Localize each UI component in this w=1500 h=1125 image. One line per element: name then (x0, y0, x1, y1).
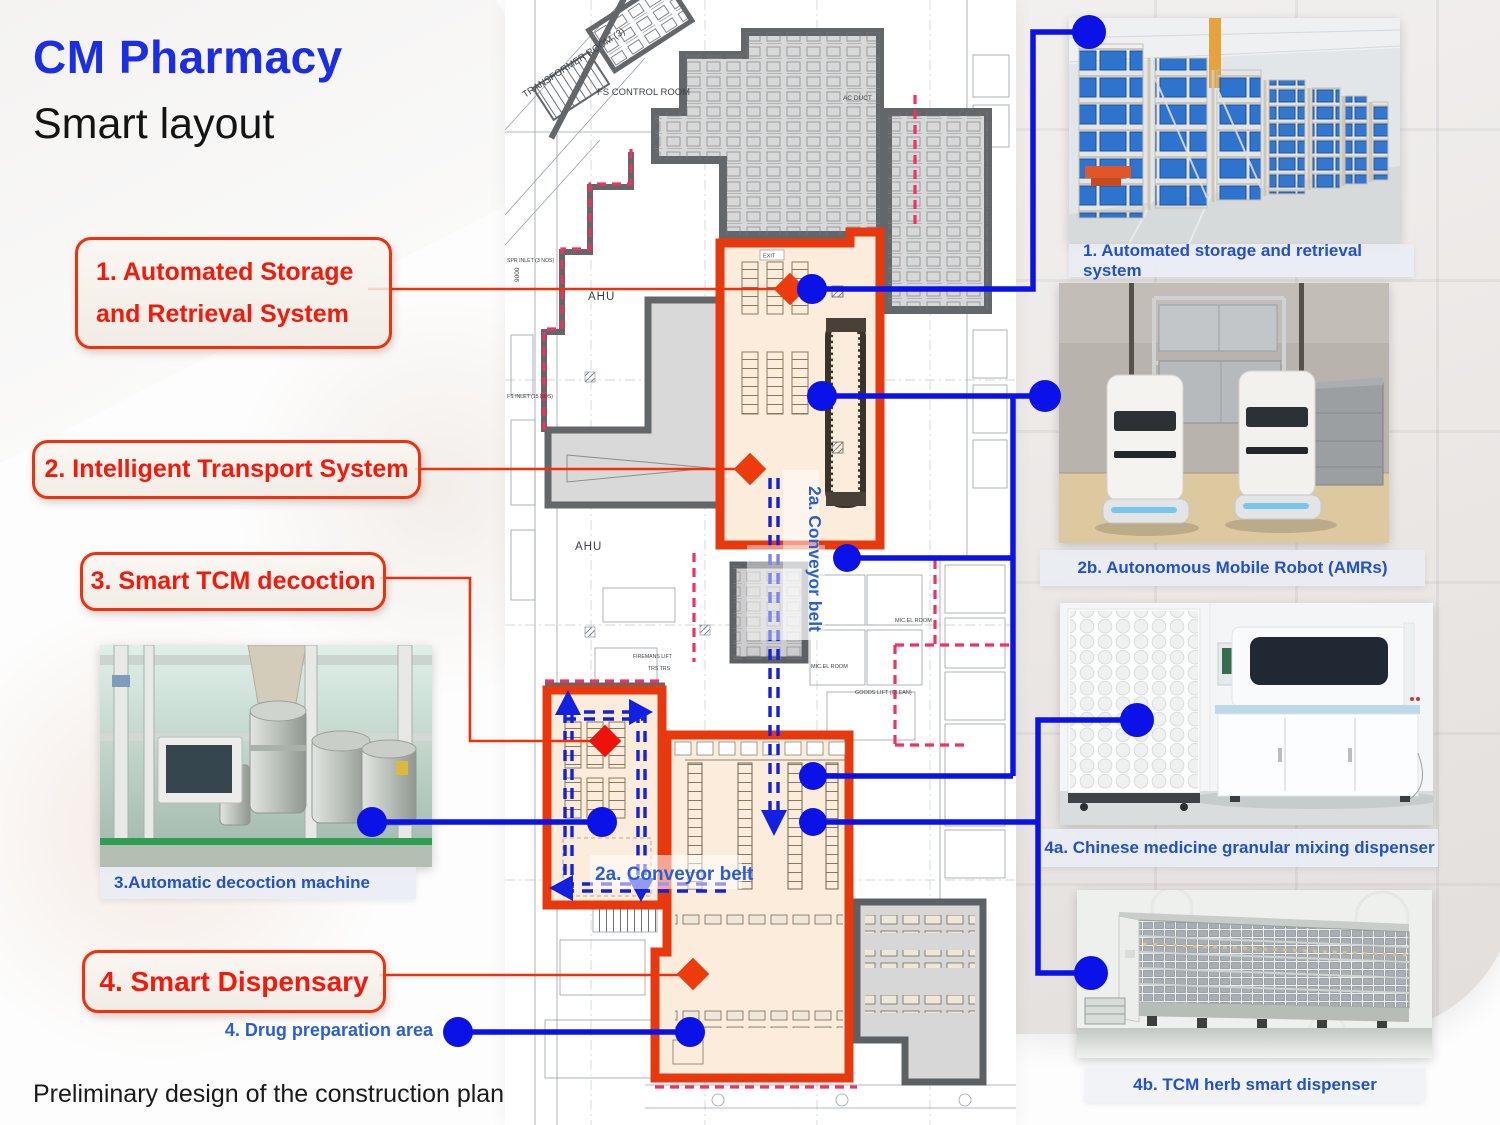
photo-herb-dispenser (1077, 890, 1432, 1058)
callout-intelligent-transport-label: 2. Intelligent Transport System (44, 455, 409, 483)
floor-plan-sheet: EXIT (504, 0, 1016, 1125)
callout-tcm-decoction: 3. Smart TCM decoction (80, 552, 386, 611)
caption-amr: 2b. Autonomous Mobile Robot (AMRs) (1040, 550, 1425, 586)
caption-amr-text: 2b. Autonomous Mobile Robot (AMRs) (1077, 558, 1388, 577)
photo-decoction-machine (100, 645, 432, 867)
conveyor-belt-label-vertical: 2a. Conveyor belt (805, 486, 825, 632)
exit-label: EXIT (763, 254, 776, 260)
page-subtitle: Smart layout (33, 100, 275, 148)
callout-automated-storage-line1: 1. Automated Storage (96, 257, 354, 286)
callout-intelligent-transport: 2. Intelligent Transport System (32, 440, 421, 499)
photo-amr-robots (1059, 283, 1389, 543)
callout-automated-storage-line2: and Retrieval System (96, 300, 349, 328)
conveyor-belt-label-horizontal: 2a. Conveyor belt (595, 864, 754, 885)
caption-herb-dispenser-text: 4b. TCM herb smart dispenser (1133, 1075, 1377, 1094)
caption-mixing-dispenser: 4a. Chinese medicine granular mixing dis… (1041, 829, 1438, 867)
zone4-interior (672, 741, 846, 1065)
caption-decoction-text: 3.Automatic decoction machine (114, 873, 370, 892)
fs-control-room-label: FS CONTROL ROOM (597, 87, 690, 98)
goods-lift-label: GOODS LIFT (CLEAN) (855, 690, 912, 696)
trs-label: TRS TRS (648, 666, 671, 672)
page-title: CM Pharmacy (33, 31, 343, 83)
mic-el-room-label-b: MIC.EL ROOM (895, 618, 932, 624)
drug-preparation-label: 4. Drug preparation area (224, 1020, 433, 1040)
ac-duct-label: AC DUCT (843, 95, 872, 102)
callout-smart-dispensary: 4. Smart Dispensary (82, 950, 386, 1013)
dimension-label: 9000 (514, 267, 521, 282)
ahu-label-a: AHU (588, 291, 615, 303)
photo-mixing-dispenser (1060, 603, 1433, 825)
caption-decoction: 3.Automatic decoction machine (100, 867, 416, 899)
firemans-lift-label: FIREMANS LIFT (633, 654, 673, 660)
caption-automated-storage-text: 1. Automated storage and retrieval syste… (1083, 240, 1363, 280)
spr-inlet-label: SPR INLET (3 NOS) (507, 258, 554, 264)
photo-automated-storage (1069, 18, 1400, 244)
caption-automated-storage: 1. Automated storage and retrieval syste… (1069, 241, 1414, 280)
callout-tcm-decoction-label: 3. Smart TCM decoction (90, 567, 376, 595)
mic-el-room-label-a: MIC.EL ROOM (811, 664, 848, 670)
callout-smart-dispensary-label: 4. Smart Dispensary (99, 965, 369, 997)
footer-note: Preliminary design of the construction p… (33, 1080, 505, 1108)
ahu-label-b: AHU (575, 541, 602, 553)
transformer-block (531, 0, 696, 140)
callout-automated-storage: 1. Automated Storage and Retrieval Syste… (75, 237, 392, 349)
fs-inlet-label: FS INLET (15 NOS) (507, 394, 553, 400)
caption-herb-dispenser: 4b. TCM herb smart dispenser (1085, 1068, 1425, 1102)
floor-plan: EXIT (504, 0, 1016, 1125)
caption-mixing-dispenser-text: 4a. Chinese medicine granular mixing dis… (1044, 838, 1435, 857)
